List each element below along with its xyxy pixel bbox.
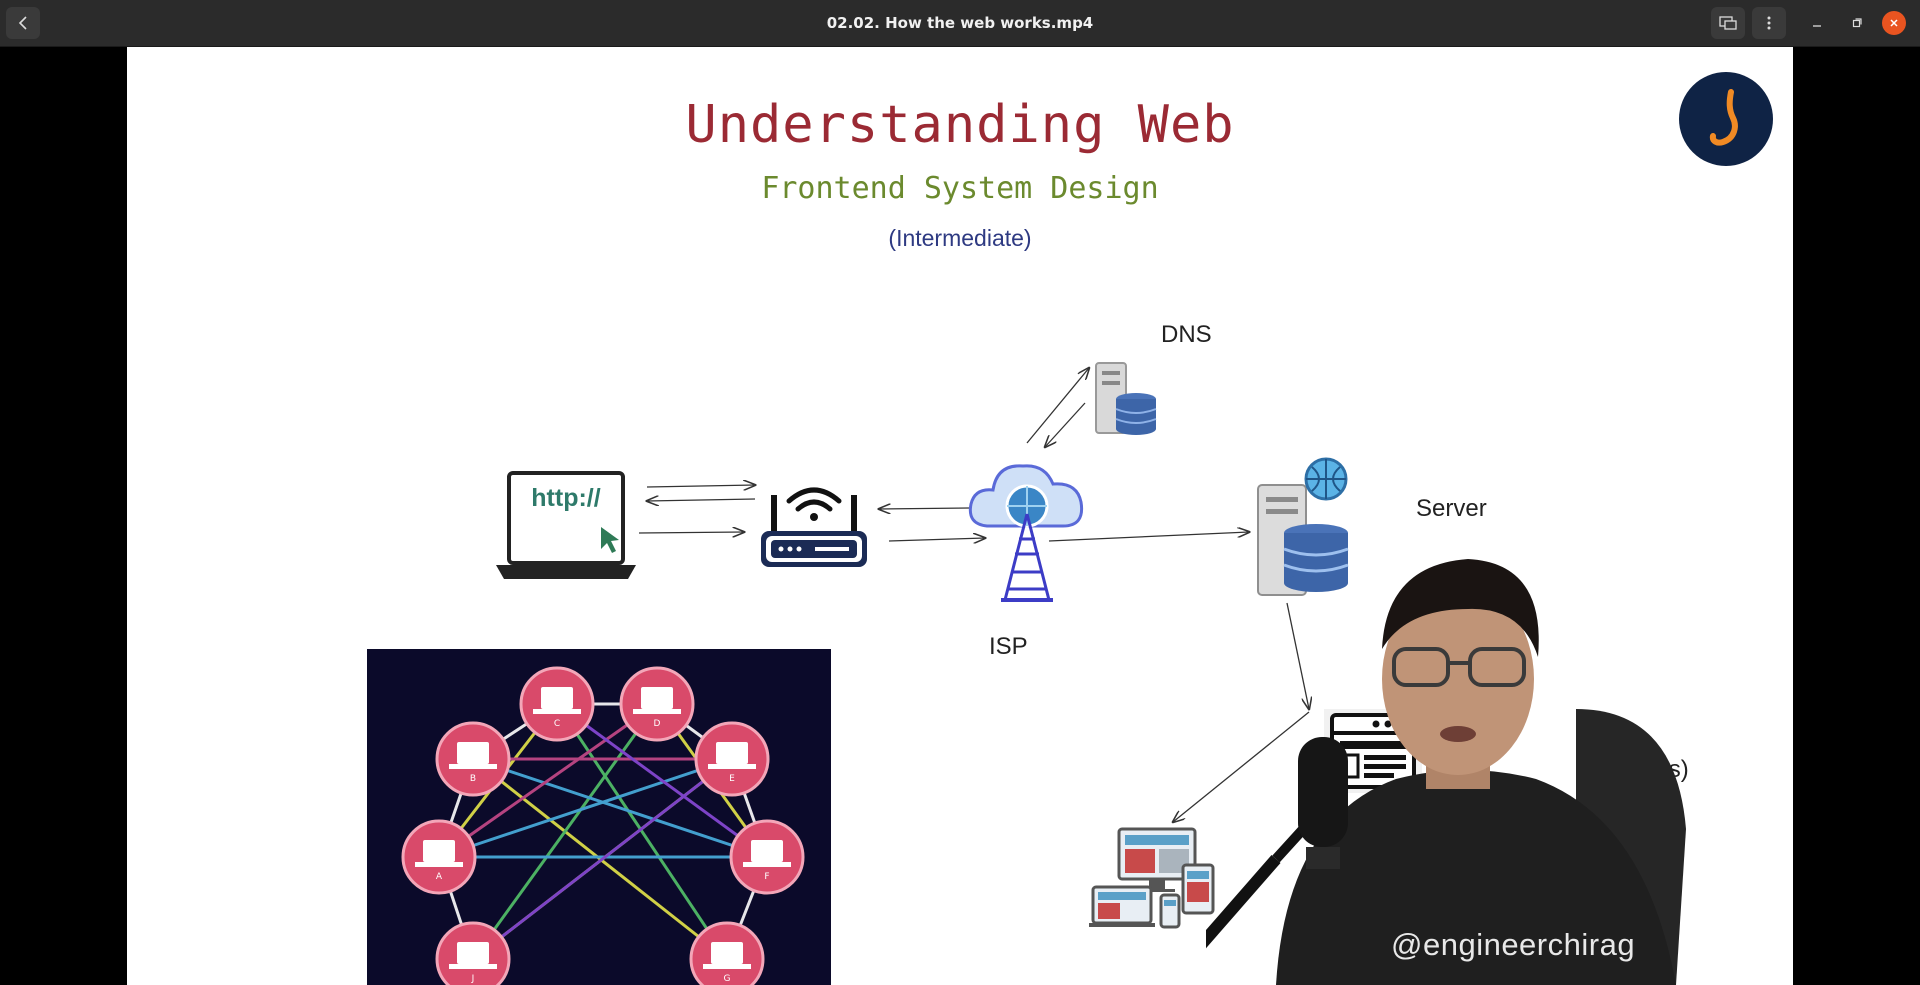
kebab-menu-icon — [1767, 16, 1771, 30]
arrow-server-pages — [1286, 602, 1309, 709]
node-label-a: A — [436, 872, 443, 882]
arrow-isp-router — [879, 508, 970, 509]
picture-in-picture-button[interactable] — [1711, 7, 1745, 39]
dns-server — [1092, 359, 1158, 439]
arrow-pages-devices — [1173, 711, 1310, 822]
devices-icon — [1089, 827, 1215, 929]
window-title: 02.02. How the web works.mp4 — [826, 14, 1094, 32]
arrow-laptop-router-1 — [646, 485, 755, 487]
web-server — [1252, 457, 1356, 599]
node-label-g: G — [724, 974, 731, 984]
minimize-icon — [1813, 25, 1821, 27]
logo-mark-icon — [1709, 89, 1738, 146]
window-titlebar: 02.02. How the web works.mp4 — [0, 0, 1920, 47]
isp-label: ISP — [989, 633, 1028, 660]
slide-level: (Intermediate) — [888, 225, 1032, 251]
server-label: Server — [1416, 495, 1487, 522]
presenter-webcam — [1161, 529, 1793, 985]
router — [757, 467, 871, 577]
laptop-url-text: http:// — [531, 484, 601, 512]
network-mesh-icon: A B C D E F G J — [401, 666, 805, 985]
router-icon — [761, 487, 867, 567]
minimize-button[interactable] — [1803, 11, 1831, 35]
arrow-router-isp — [888, 538, 985, 541]
web-server-icon — [1257, 457, 1349, 596]
restore-button[interactable] — [1843, 11, 1871, 35]
isp-cloud-tower-icon — [968, 464, 1084, 602]
node-label-j: J — [471, 974, 475, 984]
isp-tower — [965, 444, 1090, 604]
arrow-isp-dns — [1026, 368, 1089, 444]
channel-logo — [1679, 72, 1773, 166]
back-button[interactable] — [6, 7, 40, 39]
laptop-icon — [496, 471, 636, 579]
arrow-dns-isp — [1045, 402, 1086, 447]
client-devices — [1089, 825, 1217, 931]
dns-server-icon — [1095, 362, 1157, 435]
slide-title: Understanding Web — [685, 95, 1235, 155]
laptop: http:// — [491, 457, 641, 597]
close-icon — [1890, 19, 1898, 27]
restore-icon — [1852, 18, 1862, 28]
picture-in-picture-icon — [1719, 16, 1737, 30]
menu-button[interactable] — [1752, 7, 1786, 39]
slide-subtitle: Frontend System Design — [761, 171, 1159, 206]
arrow-laptop-router-2 — [638, 532, 744, 533]
diagram-arrows — [638, 47, 1793, 985]
node-label-c: C — [554, 719, 560, 729]
arrow-isp-server — [1048, 532, 1249, 542]
channel-watermark: @engineerchirag — [1391, 927, 1636, 962]
close-button[interactable] — [1882, 11, 1906, 35]
video-frame[interactable]: Understanding Web Frontend System Design… — [127, 47, 1793, 985]
node-label-b: B — [470, 774, 476, 784]
node-label-d: D — [654, 719, 661, 729]
node-label-f: F — [764, 872, 769, 882]
chevron-left-icon — [18, 16, 27, 30]
network-mesh-image: A B C D E F G J — [367, 649, 831, 985]
node-label-e: E — [729, 774, 735, 784]
dns-label: DNS — [1161, 321, 1212, 348]
presenter-figure-icon — [1161, 559, 1686, 985]
arrow-router-laptop — [647, 499, 756, 501]
